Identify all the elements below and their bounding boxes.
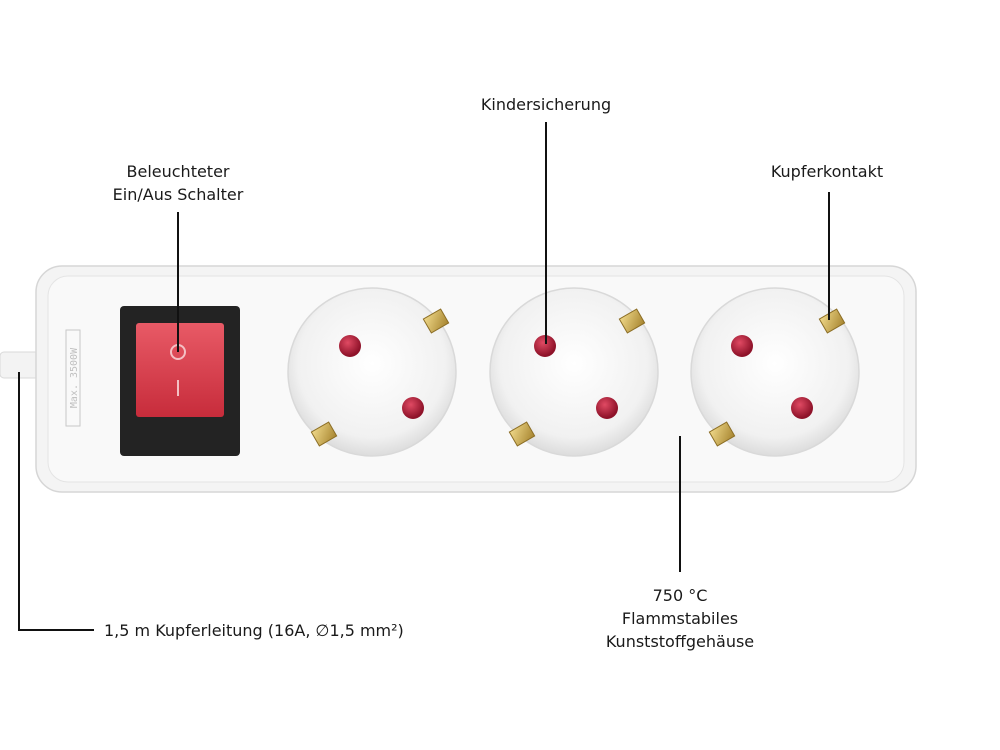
child-protection-pin [339, 335, 361, 357]
label-housing-line1: 750 °C [652, 586, 708, 605]
label-child-protection: Kindersicherung [480, 95, 612, 114]
child-protection-pin [791, 397, 813, 419]
socket-2 [489, 287, 659, 457]
child-protection-pin [402, 397, 424, 419]
copper-contact [422, 308, 450, 334]
socket-3 [690, 287, 860, 457]
strip-top-face [47, 275, 905, 483]
child-protection-pin [731, 335, 753, 357]
child-protection-pin [534, 335, 556, 357]
rating-marking: Max. 3500W [65, 329, 81, 427]
callout-line-cable [18, 372, 94, 631]
label-housing-line3: Kunststoffgehäuse [605, 632, 755, 651]
rating-text: Max. 3500W [69, 347, 80, 408]
label-switch-line1: Beleuchteter [126, 162, 230, 181]
copper-contact [508, 421, 536, 447]
label-switch-line2: Ein/Aus Schalter [112, 185, 244, 204]
power-switch[interactable] [120, 306, 240, 456]
copper-contact [618, 308, 646, 334]
label-housing-line2: Flammstabiles [621, 609, 739, 628]
copper-contact [708, 421, 736, 447]
label-switch: Beleuchteter Ein/Aus Schalter [78, 160, 278, 206]
copper-contact [310, 421, 338, 447]
label-housing: 750 °C Flammstabiles Kunststoffgehäuse [560, 584, 800, 653]
child-protection-pin [596, 397, 618, 419]
socket-1 [287, 287, 457, 457]
label-cable: 1,5 m Kupferleitung (16A, ∅1,5 mm²) [104, 621, 404, 640]
switch-rocker[interactable] [136, 323, 224, 417]
label-copper-contact: Kupferkontakt [770, 162, 884, 181]
